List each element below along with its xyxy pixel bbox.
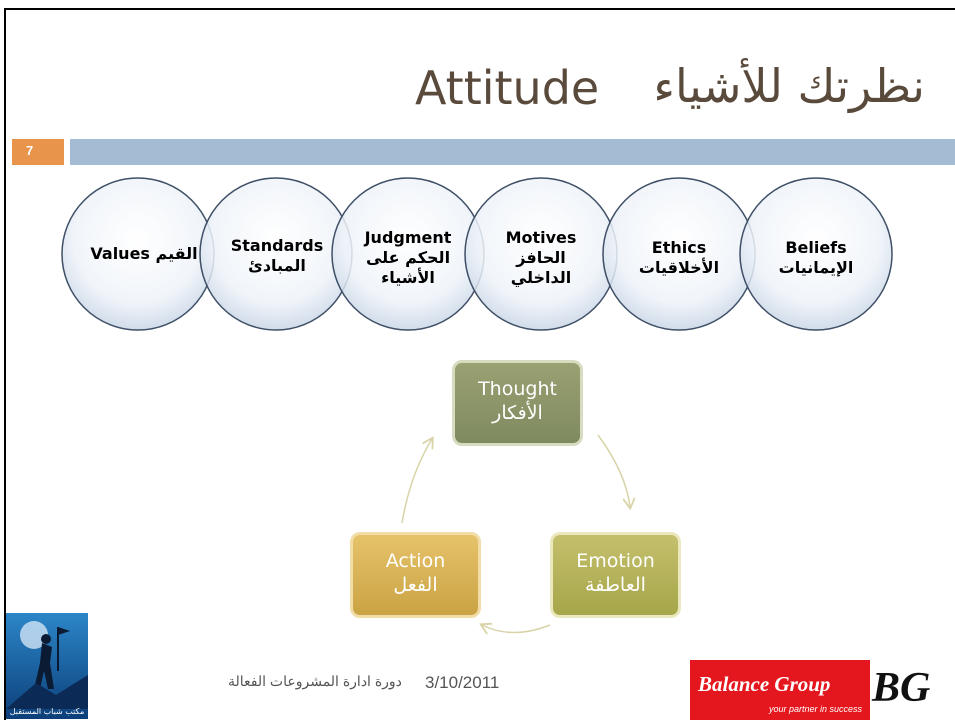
footer-course: دورة ادارة المشروعات الفعالة — [228, 673, 402, 689]
circle-label-judgment: Judgment الحكم على الأشياء — [353, 228, 463, 288]
circle-label-ethics: Ethics الأخلاقيات — [620, 238, 738, 278]
slide-frame — [4, 8, 955, 720]
arrow-emotion-to-action — [482, 625, 551, 633]
emotion-ar: العاطفة — [585, 574, 646, 596]
circle-label-beliefs: Beliefs الإيمانيات — [758, 238, 874, 278]
circle-label-line: Standards — [230, 236, 324, 255]
person-flag-icon — [6, 621, 88, 709]
future-youth-logo: مكتب شباب المستقبل — [6, 613, 88, 719]
circle-label-line: Beliefs — [785, 238, 847, 257]
circle-beliefs — [739, 177, 893, 331]
title-arabic: نظرتك للأشياء — [653, 59, 925, 113]
action-en: Action — [385, 550, 446, 572]
title-english: Attitude — [415, 61, 600, 115]
cycle-box-emotion: Emotion العاطفة — [550, 532, 681, 618]
thought-ar: الأفكار — [492, 402, 543, 424]
arrow-action-to-thought — [401, 439, 432, 524]
circle-label-line: Judgment — [364, 228, 452, 247]
slide-number: 7 — [26, 143, 34, 158]
circle-label-line: Values القيم — [90, 244, 198, 263]
circle-label-standards: Standards المبادئ — [222, 236, 332, 276]
circle-label-line: الإيمانيات — [778, 258, 854, 277]
circle-label-line: الحكم على — [365, 248, 451, 267]
circle-label-line: الأخلاقيات — [638, 258, 720, 277]
circle-label-line: الحافز — [516, 248, 566, 267]
arrow-thought-to-emotion — [597, 434, 630, 507]
brand-tagline: your partner in success — [768, 704, 862, 714]
slide-title: Attitude نظرتك للأشياء — [405, 55, 945, 125]
action-ar: الفعل — [393, 574, 438, 596]
emotion-en: Emotion — [576, 550, 655, 572]
balance-group-logo: Balance Group your partner in success — [690, 660, 870, 720]
circle-label-motives: Motives الحافز الداخلي — [486, 228, 596, 288]
circle-label-line: الأشياء — [381, 268, 435, 287]
circle-label-line: الداخلي — [510, 268, 572, 287]
brand-name: Balance Group — [698, 672, 831, 696]
venn-circles — [61, 177, 893, 331]
header-accent-bar — [70, 139, 955, 165]
circle-label-line: Motives — [505, 228, 577, 247]
circle-label-line: المبادئ — [248, 256, 306, 275]
bg-monogram: BG — [872, 665, 931, 711]
circle-label-line: Ethics — [651, 238, 707, 257]
future-youth-label: مكتب شباب المستقبل — [9, 707, 85, 716]
cycle-box-thought: Thought الأفكار — [452, 360, 583, 446]
footer-date: 3/10/2011 — [425, 673, 500, 692]
thought-en: Thought — [478, 378, 557, 400]
slide-number-bar: 7 — [12, 139, 64, 165]
cycle-box-action: Action الفعل — [350, 532, 481, 618]
circle-label-values: Values القيم — [88, 244, 200, 264]
cycle-arrows — [401, 434, 660, 655]
